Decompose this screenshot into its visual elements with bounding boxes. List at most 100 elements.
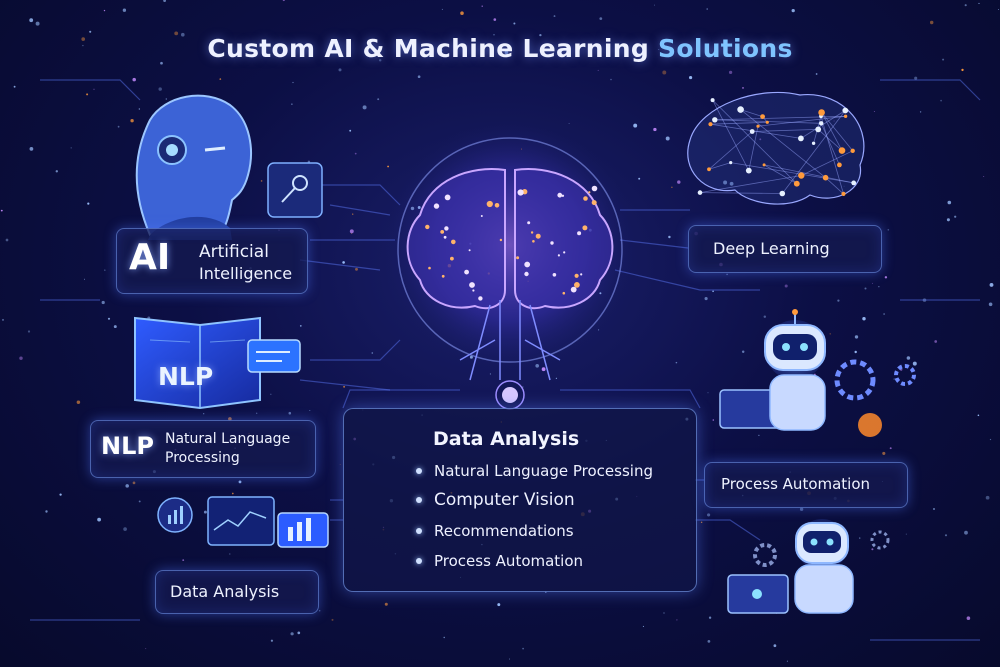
star-dot [829, 333, 831, 335]
star-dot [989, 282, 994, 287]
brain-node [494, 203, 500, 208]
network-node [837, 162, 842, 168]
list-item: Process Automation [416, 552, 583, 570]
book-icon [134, 316, 301, 410]
network-node [729, 161, 733, 165]
star-dot [29, 147, 34, 151]
network-edge [699, 192, 783, 194]
network-node [762, 163, 766, 167]
brain-node [577, 231, 582, 236]
network-edge [730, 162, 854, 184]
ai-line2: Intelligence [199, 264, 293, 283]
star-dot [837, 299, 840, 302]
star-dot [219, 78, 222, 80]
star-dot [799, 507, 804, 511]
star-dot [160, 61, 163, 65]
star-dot [174, 31, 179, 36]
ai-panel: AI Artificial Intelligence [116, 228, 308, 294]
star-dot [854, 350, 857, 354]
brain-node [472, 289, 475, 292]
network-node [749, 129, 755, 134]
star-dot [349, 129, 352, 132]
star-dot [689, 76, 693, 80]
star-dot [983, 176, 985, 177]
star-dot [270, 639, 274, 642]
brain-node [530, 231, 534, 234]
star-dot [508, 658, 510, 660]
star-dot [665, 136, 670, 141]
star-dot [871, 282, 873, 284]
brain-node [582, 225, 588, 231]
nlp-abbr: NLP [101, 432, 154, 460]
star-dot [2, 318, 4, 321]
star-dot [349, 229, 354, 234]
star-dot [0, 209, 3, 212]
star-dot [165, 98, 167, 100]
star-dot [597, 69, 599, 71]
star-dot [13, 85, 16, 88]
brain-node [532, 240, 535, 243]
brain-node [588, 191, 591, 194]
list-item: Natural Language Processing [416, 462, 653, 480]
brain-node [425, 224, 430, 230]
star-dot [871, 548, 874, 551]
star-dot [504, 50, 509, 55]
star-dot [964, 4, 967, 7]
star-dot [541, 367, 546, 372]
network-edge [708, 131, 753, 170]
star-dot [704, 297, 708, 301]
star-dot [231, 492, 234, 495]
star-dot [55, 170, 58, 173]
bullet-icon [416, 528, 422, 534]
star-dot [873, 111, 875, 112]
data-analysis-panel: Data Analysis [155, 570, 319, 614]
star-dot [59, 493, 62, 496]
network-node [798, 172, 805, 179]
star-dot [318, 610, 321, 612]
star-dot [123, 527, 127, 531]
network-node [737, 106, 744, 113]
brain-node [478, 296, 483, 301]
brain-node [550, 241, 554, 245]
star-dot [944, 534, 948, 537]
circuit-line [310, 339, 401, 361]
network-edge [708, 162, 731, 170]
network-edge [740, 109, 763, 117]
network-node [707, 167, 711, 172]
deep-learning-label: Deep Learning [713, 239, 830, 258]
star-dot [307, 43, 309, 45]
list-item: Computer Vision [416, 490, 575, 510]
network-edge [752, 129, 819, 132]
star-dot [309, 410, 311, 411]
star-dot [104, 269, 106, 271]
network-node [851, 180, 857, 186]
brain-node [486, 200, 493, 208]
star-dot [934, 340, 938, 343]
network-edge [712, 99, 750, 171]
brain-node [440, 230, 445, 234]
star-dot [988, 302, 993, 307]
network-edge [699, 175, 802, 193]
star-dot [182, 559, 185, 561]
network-edge [820, 123, 840, 166]
network-node [843, 114, 848, 119]
star-dot [270, 393, 272, 395]
star-dot [883, 313, 885, 315]
star-dot [97, 517, 101, 522]
network-node [842, 107, 849, 114]
brain-node [563, 251, 566, 254]
star-dot [906, 356, 911, 360]
star-dot [122, 8, 127, 12]
brain-node [433, 203, 440, 209]
star-dot [947, 200, 952, 205]
star-dot [929, 20, 934, 25]
circuit-line [320, 184, 401, 206]
star-dot [712, 290, 714, 293]
star-dot [387, 165, 389, 168]
star-dot [553, 15, 556, 18]
star-dot [568, 123, 570, 124]
star-dot [663, 612, 665, 614]
capabilities-list-panel: Data Analysis Natural Language Processin… [343, 408, 697, 592]
star-dot [163, 0, 166, 2]
star-dot [81, 37, 86, 41]
